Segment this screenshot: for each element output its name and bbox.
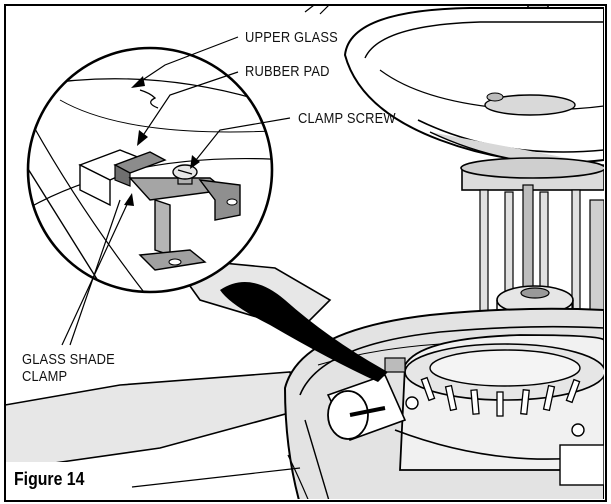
label-clamp-screw: CLAMP SCREW <box>298 110 396 127</box>
rubber-pad-arrowhead <box>137 130 148 146</box>
magnifier-beam <box>220 282 388 382</box>
rubber-pad-leader <box>139 71 239 141</box>
leader-lines <box>61 36 301 488</box>
clamp-screw-arrowhead <box>190 155 200 169</box>
glass-shade-clamp-leader-2 <box>69 199 121 346</box>
upper-glass-bowl <box>304 5 604 167</box>
figure-caption: Figure 14 <box>14 469 85 489</box>
light-socket <box>326 357 407 441</box>
glass-shade-clamp-arrowhead-1 <box>124 193 134 206</box>
label-glass-shade-clamp-line1: GLASS SHADE <box>22 351 115 368</box>
upper-glass-arrowhead <box>131 76 145 88</box>
magnified-detail-circle <box>26 46 274 294</box>
label-glass-shade-clamp-line2: CLAMP <box>22 368 68 385</box>
motor-housing <box>394 334 604 486</box>
upper-glass-leader <box>134 36 239 86</box>
glass-shade-clamp-leader-1 <box>61 197 131 346</box>
fan-blade-left <box>5 371 301 471</box>
clamp-screw-leader <box>191 117 291 166</box>
label-rubber-pad: RUBBER PAD <box>245 63 330 80</box>
label-upper-glass: UPPER GLASS <box>245 29 338 46</box>
caption-rule <box>131 467 301 488</box>
figure-caption-box <box>6 462 131 498</box>
